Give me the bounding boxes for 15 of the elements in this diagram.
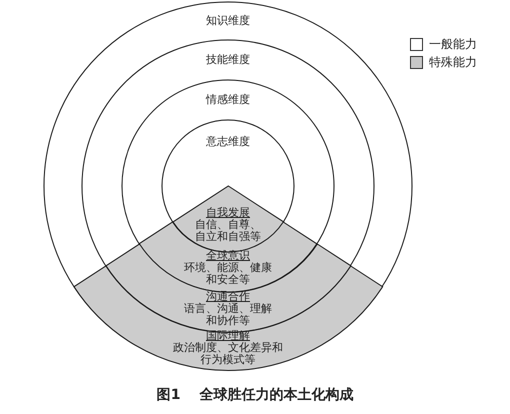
band-heading: 全球意识 — [206, 250, 250, 262]
band-description: 自信、自尊、自立和自强等 — [194, 219, 262, 243]
band-description: 政治制度、文化差异和行为模式等 — [172, 342, 284, 366]
band-heading: 沟通合作 — [206, 290, 250, 303]
legend-label: 特殊能力 — [429, 55, 477, 70]
band-heading: 国际理解 — [206, 330, 250, 342]
ring-label: 技能维度 — [206, 54, 250, 66]
band-description: 环境、能源、健康和安全等 — [182, 262, 273, 286]
ring-label: 意志维度 — [206, 136, 250, 148]
figure-caption: 图1 全球胜任力的本土化构成 — [156, 386, 354, 404]
legend-label: 一般能力 — [429, 37, 477, 52]
band-heading: 自我发展 — [206, 207, 250, 219]
ring-label: 知识维度 — [206, 15, 250, 27]
ring-label: 情感维度 — [206, 94, 250, 106]
band-description: 语言、沟通、理解和协作等 — [182, 302, 273, 327]
